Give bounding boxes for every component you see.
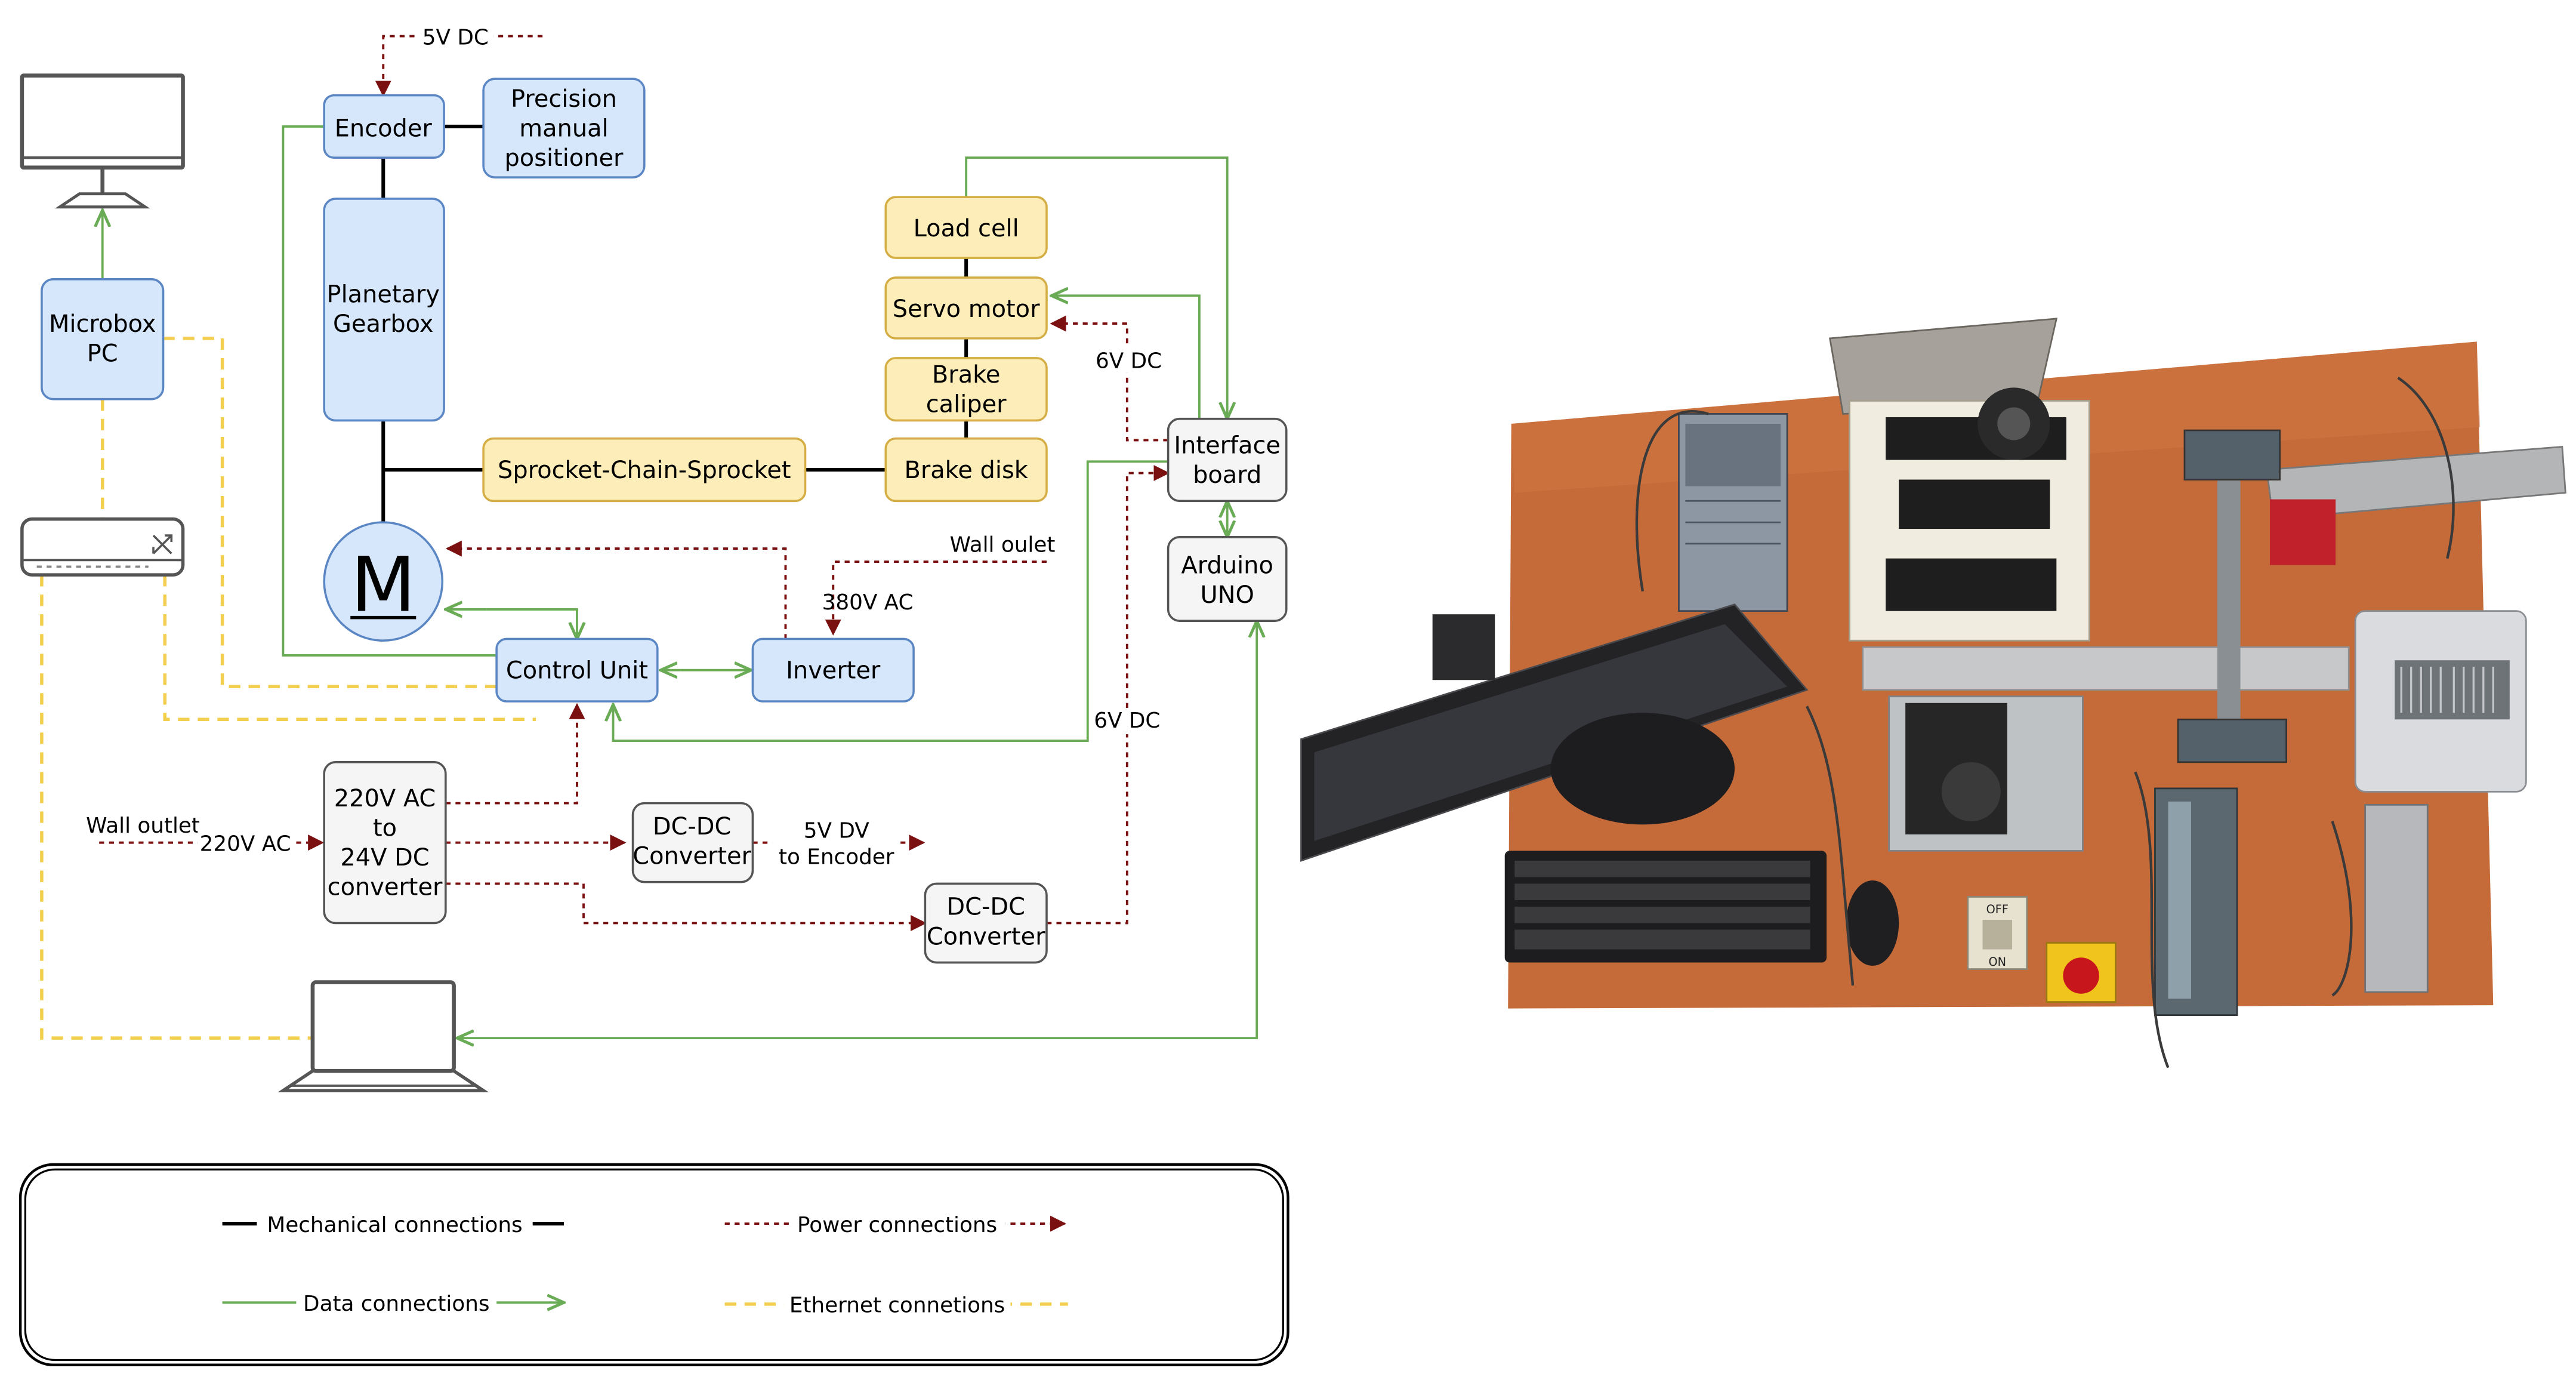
servo-motor-block: Servo motor — [884, 276, 1048, 340]
microbox-label-1: Microbox — [49, 310, 156, 338]
desktop-monitor-icon — [20, 73, 185, 209]
servo-power-label: 6V DC — [1096, 349, 1162, 373]
arduino-label-1: Arduino — [1181, 552, 1273, 579]
microbox-block: Microbox PC — [41, 278, 165, 401]
monitor-photo — [1300, 603, 1809, 862]
positioner-block: Precision manual positioner — [482, 78, 646, 178]
sprocket-block: Sprocket-Chain-Sprocket — [482, 437, 807, 503]
ac220-label: 220V AC — [200, 831, 291, 856]
positioner-label-2: manual — [519, 115, 608, 142]
dcdc-1-label-2: Converter — [633, 842, 751, 870]
ac380-label: 380V AC — [822, 590, 914, 615]
dcdc-1-label-1: DC-DC — [653, 813, 732, 840]
legend-data-label: Data connections — [303, 1292, 489, 1316]
legend-ethernet: Ethernet connetions — [724, 1292, 1068, 1319]
brake-caliper-label-2: caliper — [926, 391, 1007, 418]
motor-label: M — [351, 541, 416, 629]
aluminium-beam — [1862, 646, 2350, 691]
control-unit-block: Control Unit — [495, 637, 659, 703]
mouse — [1846, 880, 1899, 966]
converter-220-label-3: 24V DC — [340, 844, 429, 871]
dcdc1-out-label-2: to Encoder — [779, 845, 894, 869]
cables — [1635, 377, 2455, 1068]
brake-disk-label: Brake disk — [904, 457, 1028, 484]
ethernet-links — [40, 337, 536, 1040]
plc-module — [1678, 413, 1788, 612]
legend: Mechanical connections Power connections… — [18, 1163, 1289, 1366]
converter-220-label-2: to — [373, 815, 397, 842]
converter-220-label-4: converter — [328, 874, 443, 901]
gearbox-assembly — [1849, 387, 2090, 642]
wall-oulet-label: Wall oulet — [950, 533, 1056, 557]
encoder-power-label: 5V DC — [422, 25, 489, 50]
brake-disk-block: Brake disk — [884, 437, 1048, 503]
dc-supply-module — [2364, 803, 2429, 993]
brake-caliper-block: Brake caliper — [884, 357, 1048, 422]
motor-block: M — [323, 521, 444, 642]
mechanical-links — [381, 124, 968, 523]
wall-outlet-label: Wall outlet — [86, 814, 200, 838]
connection-labels: 5V DC 6V DC Wall oulet 380V AC Wall outl… — [86, 23, 1168, 871]
shaft-assembly — [2177, 429, 2336, 763]
network-switch-icon — [20, 517, 185, 577]
laptop-icon — [277, 980, 489, 1092]
encoder-block: Encoder — [323, 94, 445, 159]
legend-power-label: Power connections — [797, 1213, 997, 1237]
interface-board-label-2: board — [1193, 461, 1261, 489]
gearbox-label-1: Planetary — [327, 281, 440, 308]
sprocket-label: Sprocket-Chain-Sprocket — [498, 457, 791, 484]
dcdc1-out-label-1: 5V DV — [804, 818, 870, 843]
brake-caliper-label-1: Brake — [932, 361, 1000, 389]
converter-220-block: 220V AC to 24V DC converter — [323, 761, 447, 925]
encoder-label: Encoder — [335, 115, 433, 142]
legend-ethernet-label: Ethernet connetions — [789, 1293, 1005, 1318]
power-supply-box — [2354, 610, 2527, 793]
microbox-label-2: PC — [87, 340, 118, 367]
interface-board-label-1: Interface — [1174, 432, 1281, 459]
servo-motor-mount — [1888, 695, 2084, 852]
legend-data: Data connections — [222, 1290, 564, 1317]
drive-unit — [2154, 787, 2238, 1016]
switch-off-label: OFF — [1986, 903, 2009, 916]
gearbox-block: Planetary Gearbox — [323, 198, 445, 422]
positioner-label-3: positioner — [504, 144, 624, 172]
test-bench-photo: OFF ON — [1300, 318, 2566, 1068]
block-diagram: Encoder Precision manual positioner Plan… — [18, 23, 1289, 1366]
inverter-label: Inverter — [786, 657, 881, 684]
data-links — [103, 125, 1257, 1038]
arduino-block: Arduino UNO — [1167, 536, 1288, 622]
switch-on-label: ON — [1988, 955, 2006, 969]
dcdc-converter-1-block: DC-DC Converter — [631, 802, 754, 883]
dcdc2-out-label: 6V DC — [1094, 709, 1160, 733]
arduino-label-2: UNO — [1200, 581, 1254, 609]
inverter-block: Inverter — [751, 637, 915, 703]
keyboard — [1504, 851, 1827, 963]
power-switch: OFF ON — [1967, 896, 2028, 970]
control-unit-label: Control Unit — [506, 657, 648, 684]
dcdc-converter-2-block: DC-DC Converter — [924, 882, 1048, 964]
load-cell-label: Load cell — [914, 215, 1019, 242]
dcdc-2-label-2: Converter — [927, 923, 1045, 950]
gearbox-label-2: Gearbox — [333, 310, 433, 338]
legend-mechanical: Mechanical connections — [222, 1212, 564, 1239]
servo-motor-label: Servo motor — [893, 295, 1040, 323]
emergency-stop — [2046, 942, 2117, 1003]
load-cell-block: Load cell — [884, 196, 1048, 259]
legend-mechanical-label: Mechanical connections — [267, 1213, 522, 1237]
converter-220-label-1: 220V AC — [334, 785, 436, 812]
dcdc-2-label-1: DC-DC — [946, 894, 1025, 921]
legend-power: Power connections — [724, 1212, 1066, 1239]
interface-board-block: Interface board — [1167, 417, 1288, 503]
positioner-label-1: Precision — [511, 85, 617, 113]
